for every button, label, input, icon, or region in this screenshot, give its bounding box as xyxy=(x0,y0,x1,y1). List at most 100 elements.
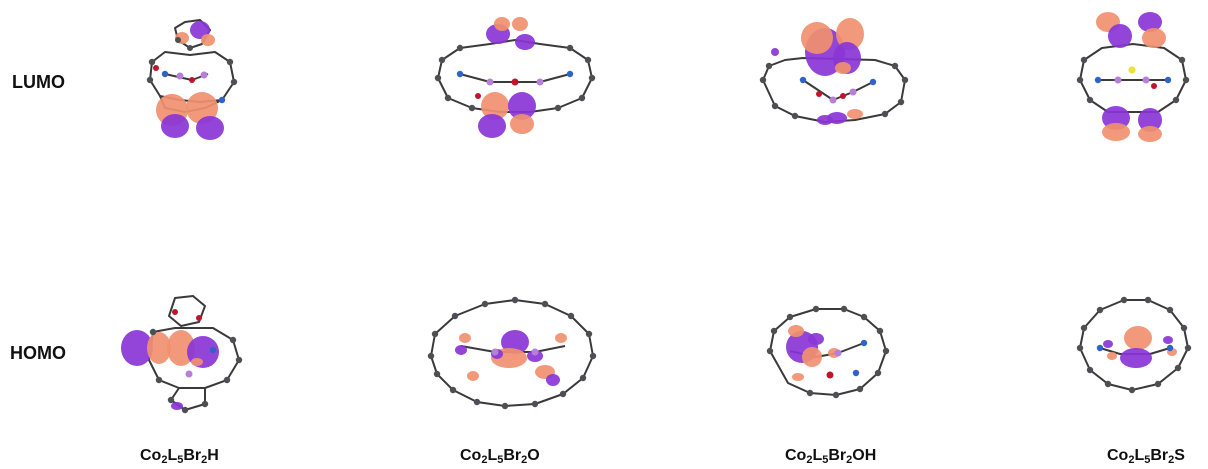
atom xyxy=(786,313,794,321)
atom xyxy=(468,104,476,112)
atom xyxy=(431,330,439,338)
orbital-lobe xyxy=(481,92,509,120)
atom xyxy=(1086,96,1094,104)
atom xyxy=(511,296,519,304)
atom xyxy=(230,78,238,86)
atom xyxy=(196,315,202,321)
atom xyxy=(1128,386,1136,394)
atom xyxy=(1180,324,1188,332)
atom xyxy=(589,352,597,360)
orbital-lobe xyxy=(1163,336,1173,344)
atom xyxy=(585,330,593,338)
atom xyxy=(1142,76,1150,84)
row-label-lumo: LUMO xyxy=(12,72,65,92)
atom xyxy=(185,370,193,378)
atom xyxy=(566,44,574,52)
orbital-lobe xyxy=(788,325,804,337)
atom xyxy=(1166,344,1174,352)
atom xyxy=(175,37,181,43)
atom xyxy=(1144,296,1152,304)
orbital-lobe xyxy=(1102,106,1130,130)
atom xyxy=(860,339,868,347)
atom xyxy=(891,62,899,70)
atom xyxy=(829,96,837,104)
bond-path xyxy=(802,79,874,101)
orbital-lobe xyxy=(836,18,864,50)
homo-orbital-co2l5br2oh xyxy=(760,295,910,410)
atom xyxy=(1128,66,1136,74)
atom xyxy=(1178,56,1186,64)
orbital-lobe xyxy=(808,333,824,345)
atom xyxy=(491,348,499,356)
atom xyxy=(475,93,481,99)
bond-path xyxy=(769,308,887,396)
atom xyxy=(869,78,877,86)
homo-orbital-co2l5br2s xyxy=(1072,292,1197,402)
atom xyxy=(1182,76,1190,84)
atom xyxy=(579,374,587,382)
orbital-lobe xyxy=(455,345,467,355)
atom xyxy=(567,312,575,320)
atom xyxy=(759,76,767,84)
atom xyxy=(433,370,441,378)
atom xyxy=(531,348,539,356)
orbital-lobe xyxy=(1120,348,1152,368)
atom xyxy=(554,104,562,112)
orbital-lobe xyxy=(1138,108,1162,132)
atom xyxy=(1076,76,1084,84)
atom xyxy=(172,309,178,315)
atom xyxy=(218,96,226,104)
atom xyxy=(1096,344,1104,352)
atom xyxy=(584,56,592,64)
atom xyxy=(501,402,509,410)
orbital-lobe xyxy=(1124,326,1152,350)
orbital-lobe xyxy=(1108,24,1132,48)
orbital-lobe xyxy=(801,22,833,54)
orbital-lobe xyxy=(190,21,210,39)
orbital-lobe xyxy=(1142,28,1166,48)
atom xyxy=(874,369,882,377)
orbital-lobe xyxy=(508,92,536,120)
row-label-homo: HOMO xyxy=(10,343,66,363)
atom xyxy=(189,77,195,83)
orbital-lobe xyxy=(1138,126,1162,142)
atom xyxy=(200,71,208,79)
atom xyxy=(486,78,494,86)
homo-orbital-co2l5br2h xyxy=(115,288,255,418)
atom xyxy=(1172,96,1180,104)
atom xyxy=(1094,76,1102,84)
atom xyxy=(882,347,890,355)
atom xyxy=(1076,344,1084,352)
orbital-lobe xyxy=(546,374,560,386)
orbital-lobe xyxy=(171,402,183,410)
orbital-lobe xyxy=(147,332,171,364)
atom xyxy=(770,327,778,335)
orbital-lobe xyxy=(1103,340,1113,348)
orbital-lobe xyxy=(478,114,506,138)
caption-co2l5br2s: Co2L5Br2S xyxy=(1107,447,1185,466)
lumo-orbital-co2l5br2h xyxy=(130,10,250,145)
atom xyxy=(149,328,157,336)
atom xyxy=(849,88,857,96)
orbital-lobe xyxy=(467,371,479,381)
orbital-lobe xyxy=(201,34,215,46)
orbital-lobe xyxy=(1107,352,1117,360)
atom xyxy=(856,385,864,393)
orbital-lobe xyxy=(1138,12,1162,32)
atom xyxy=(826,371,834,379)
atom xyxy=(1164,76,1172,84)
orbital-lobe xyxy=(817,115,833,125)
caption-co2l5br2o: Co2L5Br2O xyxy=(460,447,540,466)
atom xyxy=(578,94,586,102)
atom xyxy=(566,70,574,78)
atom xyxy=(226,58,234,66)
homo-orbital-co2l5br2o xyxy=(425,290,600,415)
orbital-lobe xyxy=(501,330,529,354)
atom xyxy=(438,56,446,64)
atom xyxy=(1174,364,1182,372)
orbital-lobe xyxy=(802,347,822,367)
atom xyxy=(536,78,544,86)
atom xyxy=(223,376,231,384)
atom xyxy=(473,398,481,406)
atom xyxy=(765,62,773,70)
